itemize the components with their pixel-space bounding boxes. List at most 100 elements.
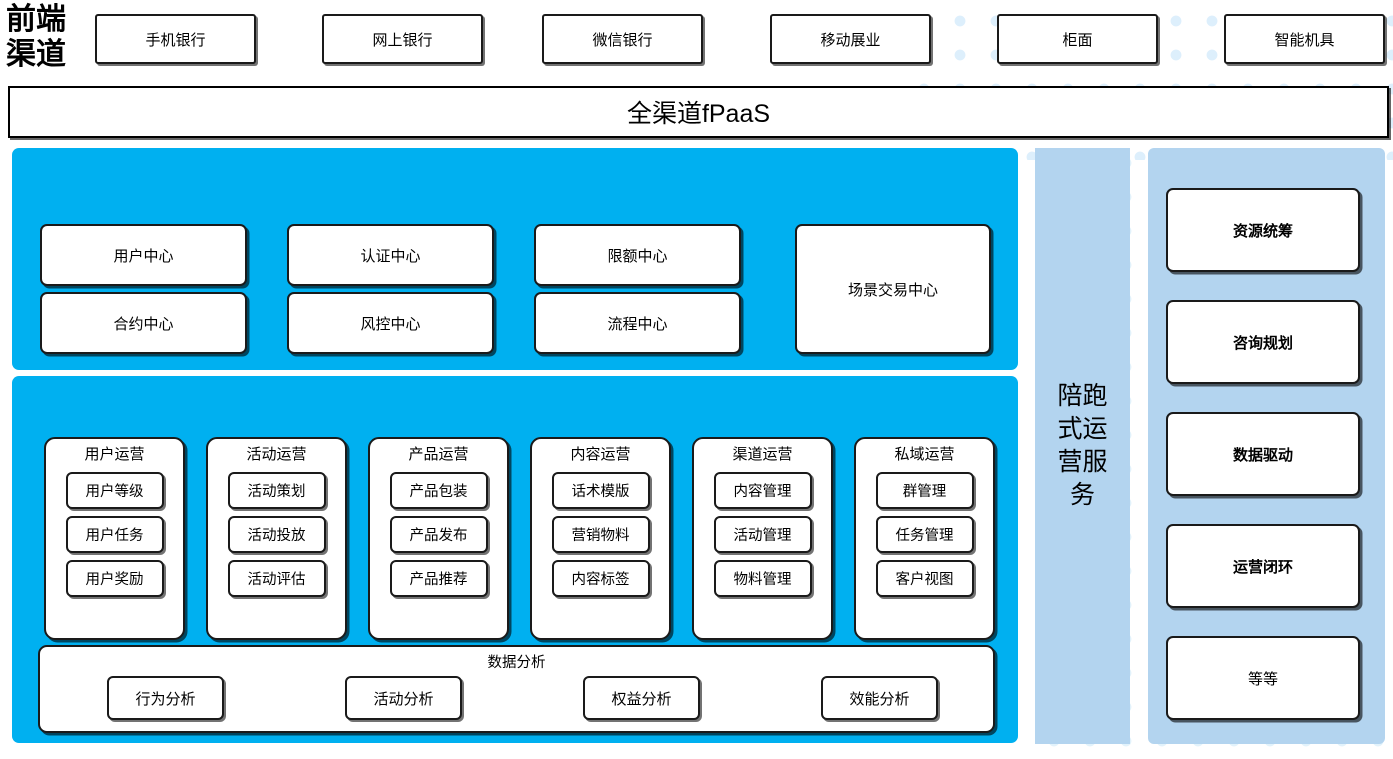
capability-box[interactable]: 运营闭环 <box>1166 524 1360 608</box>
trade-center-box-label: 限额中心 <box>607 247 668 265</box>
channel-box[interactable]: 微信银行 <box>542 14 703 64</box>
ops-column-item-label: 用户任务 <box>85 528 144 544</box>
data-analysis-box[interactable]: 行为分析 <box>107 676 224 720</box>
trade-center-box-label: 用户中心 <box>113 247 174 265</box>
ops-column-title: 渠道运营 <box>732 446 793 463</box>
front-channel-label-line1: 前端 <box>6 3 66 36</box>
ops-column-item-label: 内容管理 <box>733 484 792 500</box>
data-analysis-box-label: 权益分析 <box>611 690 672 708</box>
ops-column-item[interactable]: 客户视图 <box>875 560 974 597</box>
channel-box-label: 移动展业 <box>820 31 881 49</box>
ops-column-title: 活动运营 <box>246 446 307 463</box>
ops-column-item[interactable]: 用户任务 <box>65 516 164 553</box>
omnichannel-fpaas-bar[interactable]: 全渠道fPaaS <box>8 86 1389 138</box>
ops-column-item-label: 任务管理 <box>895 528 954 544</box>
trade-center-box[interactable]: 用户中心 <box>40 224 247 286</box>
ops-column-item[interactable]: 活动管理 <box>713 516 812 553</box>
ops-column-item[interactable]: 用户奖励 <box>65 560 164 597</box>
ops-column-item-label: 内容标签 <box>571 572 630 588</box>
ops-column: 私域运营群管理任务管理客户视图 <box>854 437 995 640</box>
capability-box[interactable]: 咨询规划 <box>1166 300 1360 384</box>
ops-column-item-label: 话术模版 <box>571 484 630 500</box>
trade-center-box[interactable]: 认证中心 <box>287 224 494 286</box>
ops-column-item[interactable]: 任务管理 <box>875 516 974 553</box>
capability-box-label: 资源统筹 <box>1232 222 1293 240</box>
front-channel-label-line2: 渠道 <box>6 38 66 71</box>
ops-column-item[interactable]: 内容管理 <box>713 472 812 509</box>
channel-box-label: 微信银行 <box>592 31 653 49</box>
ops-column-item-label: 营销物料 <box>571 528 630 544</box>
channel-box[interactable]: 移动展业 <box>770 14 931 64</box>
ops-column-item[interactable]: 内容标签 <box>551 560 650 597</box>
trade-center-box-label: 场景交易中心 <box>847 281 938 299</box>
capability-column: 资源统筹咨询规划数据驱动运营闭环等等 <box>1148 148 1385 744</box>
ops-column: 内容运营话术模版营销物料内容标签 <box>530 437 671 640</box>
ops-column-item-label: 用户等级 <box>85 484 144 500</box>
ops-column: 渠道运营内容管理活动管理物料管理 <box>692 437 833 640</box>
ops-column-item-label: 活动管理 <box>733 528 792 544</box>
trade-center-box[interactable]: 限额中心 <box>534 224 741 286</box>
ops-column: 活动运营活动策划活动投放活动评估 <box>206 437 347 640</box>
omnichannel-fpaas-label: 全渠道fPaaS <box>626 100 771 128</box>
channel-box[interactable]: 网上银行 <box>322 14 483 64</box>
trade-center-box[interactable]: 合约中心 <box>40 292 247 354</box>
ops-column-item-label: 活动策划 <box>247 484 306 500</box>
capability-box[interactable]: 资源统筹 <box>1166 188 1360 272</box>
ops-column-title: 产品运营 <box>408 446 469 463</box>
service-column: 陪跑式运营服务 <box>1035 148 1130 744</box>
capability-box[interactable]: 数据驱动 <box>1166 412 1360 496</box>
ops-column-title: 私域运营 <box>894 446 955 463</box>
ops-column-item-label: 活动投放 <box>247 528 306 544</box>
trade-center-box[interactable]: 风控中心 <box>287 292 494 354</box>
trade-center-box[interactable]: 流程中心 <box>534 292 741 354</box>
data-analysis-box[interactable]: 活动分析 <box>345 676 462 720</box>
channel-box[interactable]: 柜面 <box>997 14 1158 64</box>
ops-column-item-label: 产品包装 <box>409 484 468 500</box>
data-analysis-box-label: 行为分析 <box>135 690 196 708</box>
ops-column-item[interactable]: 用户等级 <box>65 472 164 509</box>
channel-box[interactable]: 智能机具 <box>1224 14 1385 64</box>
ops-column-title: 内容运营 <box>570 446 631 463</box>
ops-column-item-label: 群管理 <box>902 484 947 500</box>
capability-box-label: 数据驱动 <box>1232 446 1293 464</box>
ops-column-item[interactable]: 产品推荐 <box>389 560 488 597</box>
ops-column-item[interactable]: 营销物料 <box>551 516 650 553</box>
trade-center-box-label: 合约中心 <box>113 315 174 333</box>
ops-column-item[interactable]: 产品发布 <box>389 516 488 553</box>
ops-column-item[interactable]: 活动评估 <box>227 560 326 597</box>
front-channel-label: 前端 渠道 <box>6 2 86 74</box>
capability-box-label: 咨询规划 <box>1232 334 1293 352</box>
data-analysis-box-label: 效能分析 <box>849 690 910 708</box>
channel-box-label: 网上银行 <box>372 31 433 49</box>
data-analysis-box[interactable]: 权益分析 <box>583 676 700 720</box>
ops-column-item[interactable]: 活动投放 <box>227 516 326 553</box>
ops-column-item[interactable]: 产品包装 <box>389 472 488 509</box>
channel-box-label: 智能机具 <box>1274 31 1335 49</box>
ops-column-title: 用户运营 <box>84 446 145 463</box>
ops-column-item-label: 活动评估 <box>247 572 306 588</box>
ops-column-item-label: 客户视图 <box>895 572 954 588</box>
channel-box-label: 柜面 <box>1062 31 1093 49</box>
capability-box-label: 运营闭环 <box>1232 558 1293 576</box>
ops-column: 用户运营用户等级用户任务用户奖励 <box>44 437 185 640</box>
channel-box-label: 手机银行 <box>145 31 206 49</box>
capability-box-label: 等等 <box>1247 670 1278 688</box>
ops-column-item-label: 产品发布 <box>409 528 468 544</box>
data-analysis-container: 数据分析 行为分析活动分析权益分析效能分析 <box>38 645 995 733</box>
ops-column-item-label: 用户奖励 <box>85 572 144 588</box>
ops-column-item-label: 物料管理 <box>733 572 792 588</box>
channel-box[interactable]: 手机银行 <box>95 14 256 64</box>
trade-center-box-label: 认证中心 <box>360 247 421 265</box>
trade-center-box[interactable]: 场景交易中心 <box>795 224 991 354</box>
ops-column: 产品运营产品包装产品发布产品推荐 <box>368 437 509 640</box>
service-column-label: 陪跑式运营服务 <box>1057 382 1108 509</box>
trade-center-box-label: 风控中心 <box>360 315 421 333</box>
data-analysis-box-label: 活动分析 <box>373 690 434 708</box>
capability-box[interactable]: 等等 <box>1166 636 1360 720</box>
ops-column-item[interactable]: 活动策划 <box>227 472 326 509</box>
ops-column-item-label: 产品推荐 <box>409 572 468 588</box>
ops-column-item[interactable]: 物料管理 <box>713 560 812 597</box>
data-analysis-box[interactable]: 效能分析 <box>821 676 938 720</box>
ops-column-item[interactable]: 群管理 <box>875 472 974 509</box>
ops-column-item[interactable]: 话术模版 <box>551 472 650 509</box>
